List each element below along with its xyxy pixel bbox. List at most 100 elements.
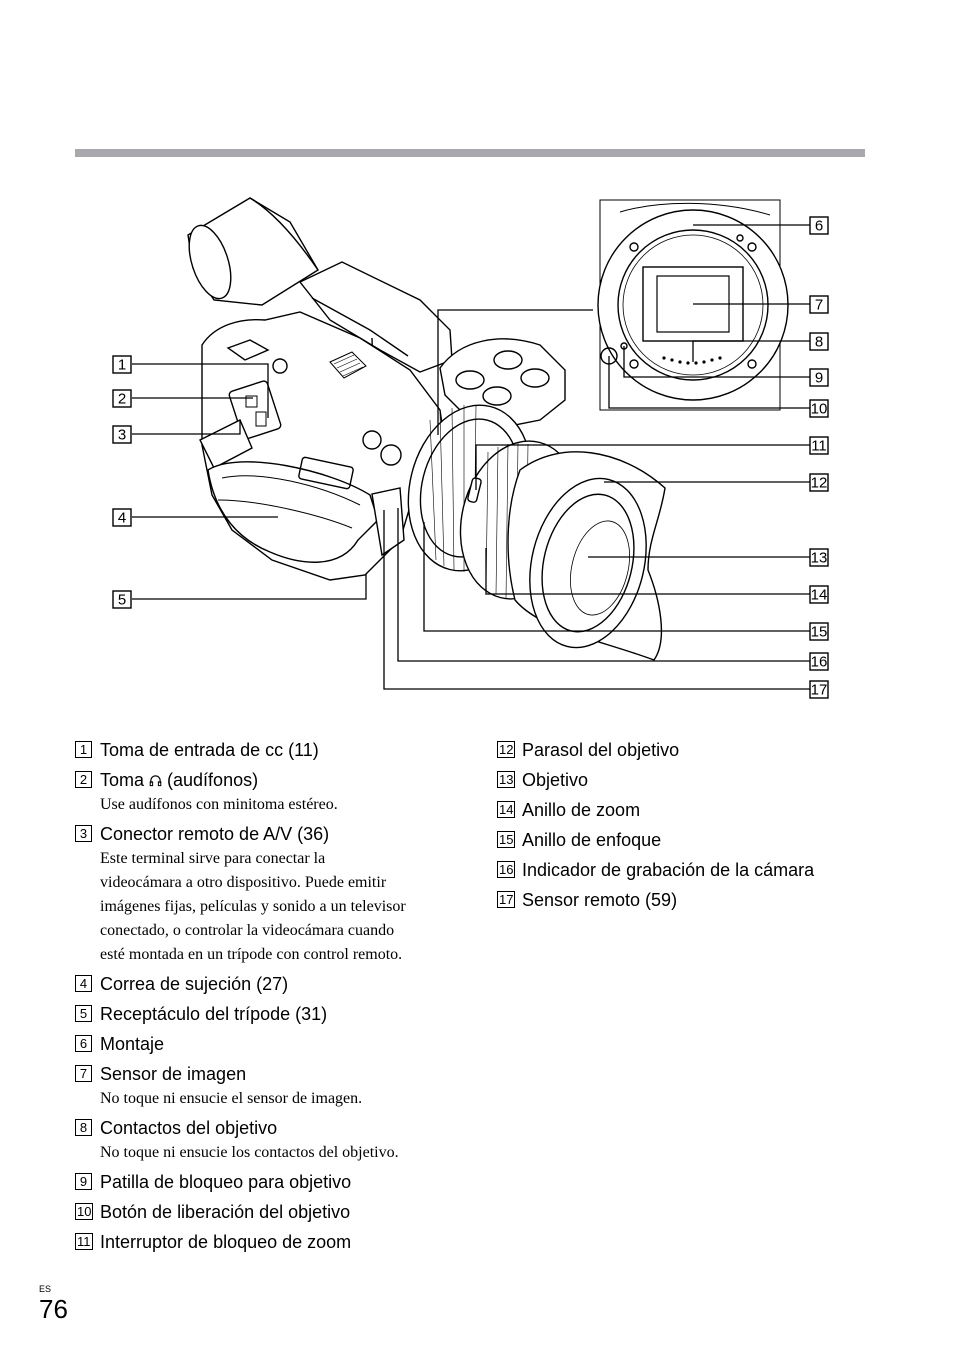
callout-14: 14 bbox=[809, 585, 829, 604]
callout-3: 3 bbox=[112, 425, 132, 444]
list-item: 15 Anillo de enfoque bbox=[497, 829, 917, 851]
list-item: 12 Parasol del objetivo bbox=[497, 739, 917, 761]
item-number: 2 bbox=[75, 771, 92, 788]
list-item: 11 Interruptor de bloqueo de zoom bbox=[75, 1231, 470, 1253]
lens-mount-inset bbox=[597, 199, 789, 411]
list-item: 13 Objetivo bbox=[497, 769, 917, 791]
item-number: 1 bbox=[75, 741, 92, 758]
callout-label: 7 bbox=[815, 297, 823, 314]
callout-label: 17 bbox=[811, 682, 828, 699]
list-item: 7 Sensor de imagen No toque ni ensucie e… bbox=[75, 1063, 470, 1111]
item-number: 13 bbox=[497, 771, 516, 788]
item-title: Interruptor de bloqueo de zoom bbox=[100, 1232, 352, 1252]
leader-lines bbox=[132, 224, 810, 690]
item-number: 7 bbox=[75, 1065, 92, 1082]
callout-2: 2 bbox=[112, 389, 132, 408]
item-title-pre: Toma bbox=[100, 770, 150, 790]
callout-label: 1 bbox=[118, 357, 126, 374]
callout-label: 16 bbox=[811, 654, 828, 671]
headphones-icon bbox=[149, 775, 162, 787]
section-rule bbox=[75, 149, 865, 157]
item-note: No toque ni ensucie el sensor de imagen. bbox=[100, 1090, 363, 1107]
callout-label: 3 bbox=[118, 427, 126, 444]
callout-label: 11 bbox=[811, 438, 827, 455]
list-item: 1 Toma de entrada de cc (11) bbox=[75, 739, 470, 761]
callout-17: 17 bbox=[809, 680, 829, 699]
item-number: 3 bbox=[75, 825, 92, 842]
list-item: 6 Montaje bbox=[75, 1033, 470, 1055]
item-number: 9 bbox=[75, 1173, 92, 1190]
item-number: 6 bbox=[75, 1035, 92, 1052]
item-number: 5 bbox=[75, 1005, 92, 1022]
callout-label: 13 bbox=[811, 550, 828, 567]
callout-label: 10 bbox=[811, 401, 828, 418]
callout-label: 4 bbox=[118, 510, 126, 527]
item-number: 12 bbox=[497, 741, 516, 758]
item-title: Patilla de bloqueo para objetivo bbox=[100, 1172, 352, 1192]
callout-10: 10 bbox=[809, 399, 829, 418]
callout-8: 8 bbox=[809, 332, 829, 351]
callout-11: 11 bbox=[809, 436, 829, 455]
item-title: Toma de entrada de cc (11) bbox=[100, 740, 319, 760]
callout-4: 4 bbox=[112, 508, 132, 527]
callout-label: 12 bbox=[811, 475, 828, 492]
item-title: Objetivo bbox=[522, 770, 589, 790]
list-item: 9 Patilla de bloqueo para objetivo bbox=[75, 1171, 470, 1193]
item-note: No toque ni ensucie los contactos del ob… bbox=[100, 1144, 399, 1161]
item-number: 15 bbox=[497, 831, 516, 848]
item-number: 8 bbox=[75, 1119, 92, 1136]
callout-label: 8 bbox=[815, 334, 823, 351]
item-note: Use audífonos con minitoma estéreo. bbox=[100, 796, 338, 813]
page-language-tag: ES bbox=[39, 1284, 52, 1294]
item-number: 4 bbox=[75, 975, 92, 992]
list-item: 8 Contactos del objetivo No toque ni ens… bbox=[75, 1117, 470, 1165]
item-title: Conector remoto de A/V (36) bbox=[100, 824, 330, 844]
item-number: 16 bbox=[497, 861, 516, 878]
list-item: 2 Toma (audífonos) Use audífonos con min… bbox=[75, 769, 470, 817]
callout-label: 5 bbox=[118, 592, 126, 609]
item-title: Sensor de imagen bbox=[100, 1064, 247, 1084]
parts-list-left: 1 Toma de entrada de cc (11) 2 Toma (aud… bbox=[75, 739, 470, 1261]
callout-1: 1 bbox=[112, 355, 132, 374]
list-item: 10 Botón de liberación del objetivo bbox=[75, 1201, 470, 1223]
item-title: Indicador de grabación de la cámara bbox=[522, 860, 815, 880]
list-item: 4 Correa de sujeción (27) bbox=[75, 973, 470, 995]
list-item: 17 Sensor remoto (59) bbox=[497, 889, 917, 911]
item-number: 14 bbox=[497, 801, 516, 818]
page-number: 76 bbox=[39, 1294, 68, 1324]
item-title: Parasol del objetivo bbox=[522, 740, 680, 760]
callout-label: 6 bbox=[815, 218, 823, 235]
callout-15: 15 bbox=[809, 622, 829, 641]
callout-label: 2 bbox=[118, 391, 126, 408]
item-title: Receptáculo del trípode (31) bbox=[100, 1004, 328, 1024]
list-item: 3 Conector remoto de A/V (36) Este termi… bbox=[75, 823, 470, 967]
callout-6: 6 bbox=[809, 216, 829, 235]
callout-13: 13 bbox=[809, 548, 829, 567]
callout-label: 14 bbox=[811, 587, 828, 604]
item-title: Montaje bbox=[100, 1034, 165, 1054]
parts-list-right: 12 Parasol del objetivo 13 Objetivo 14 A… bbox=[497, 739, 917, 919]
item-title: Botón de liberación del objetivo bbox=[100, 1202, 351, 1222]
callout-label: 9 bbox=[815, 370, 823, 387]
item-title: Toma (audífonos) bbox=[100, 769, 470, 791]
item-number: 10 bbox=[75, 1203, 94, 1220]
callout-12: 12 bbox=[809, 473, 829, 492]
callout-5: 5 bbox=[112, 590, 132, 609]
list-item: 14 Anillo de zoom bbox=[497, 799, 917, 821]
item-title: Contactos del objetivo bbox=[100, 1118, 278, 1138]
item-title: Anillo de zoom bbox=[522, 800, 641, 820]
item-title: Sensor remoto (59) bbox=[522, 890, 678, 910]
list-item: 16 Indicador de grabación de la cámara bbox=[497, 859, 917, 881]
camcorder-illustration bbox=[187, 197, 666, 661]
item-number: 11 bbox=[75, 1233, 93, 1250]
callout-16: 16 bbox=[809, 652, 829, 671]
item-note: Este terminal sirve para conectar la vid… bbox=[100, 850, 406, 963]
callout-9: 9 bbox=[809, 368, 829, 387]
item-title-post: (audífonos) bbox=[162, 770, 259, 790]
callout-label: 15 bbox=[811, 624, 828, 641]
item-title: Correa de sujeción (27) bbox=[100, 974, 289, 994]
list-item: 5 Receptáculo del trípode (31) bbox=[75, 1003, 470, 1025]
item-title: Anillo de enfoque bbox=[522, 830, 662, 850]
